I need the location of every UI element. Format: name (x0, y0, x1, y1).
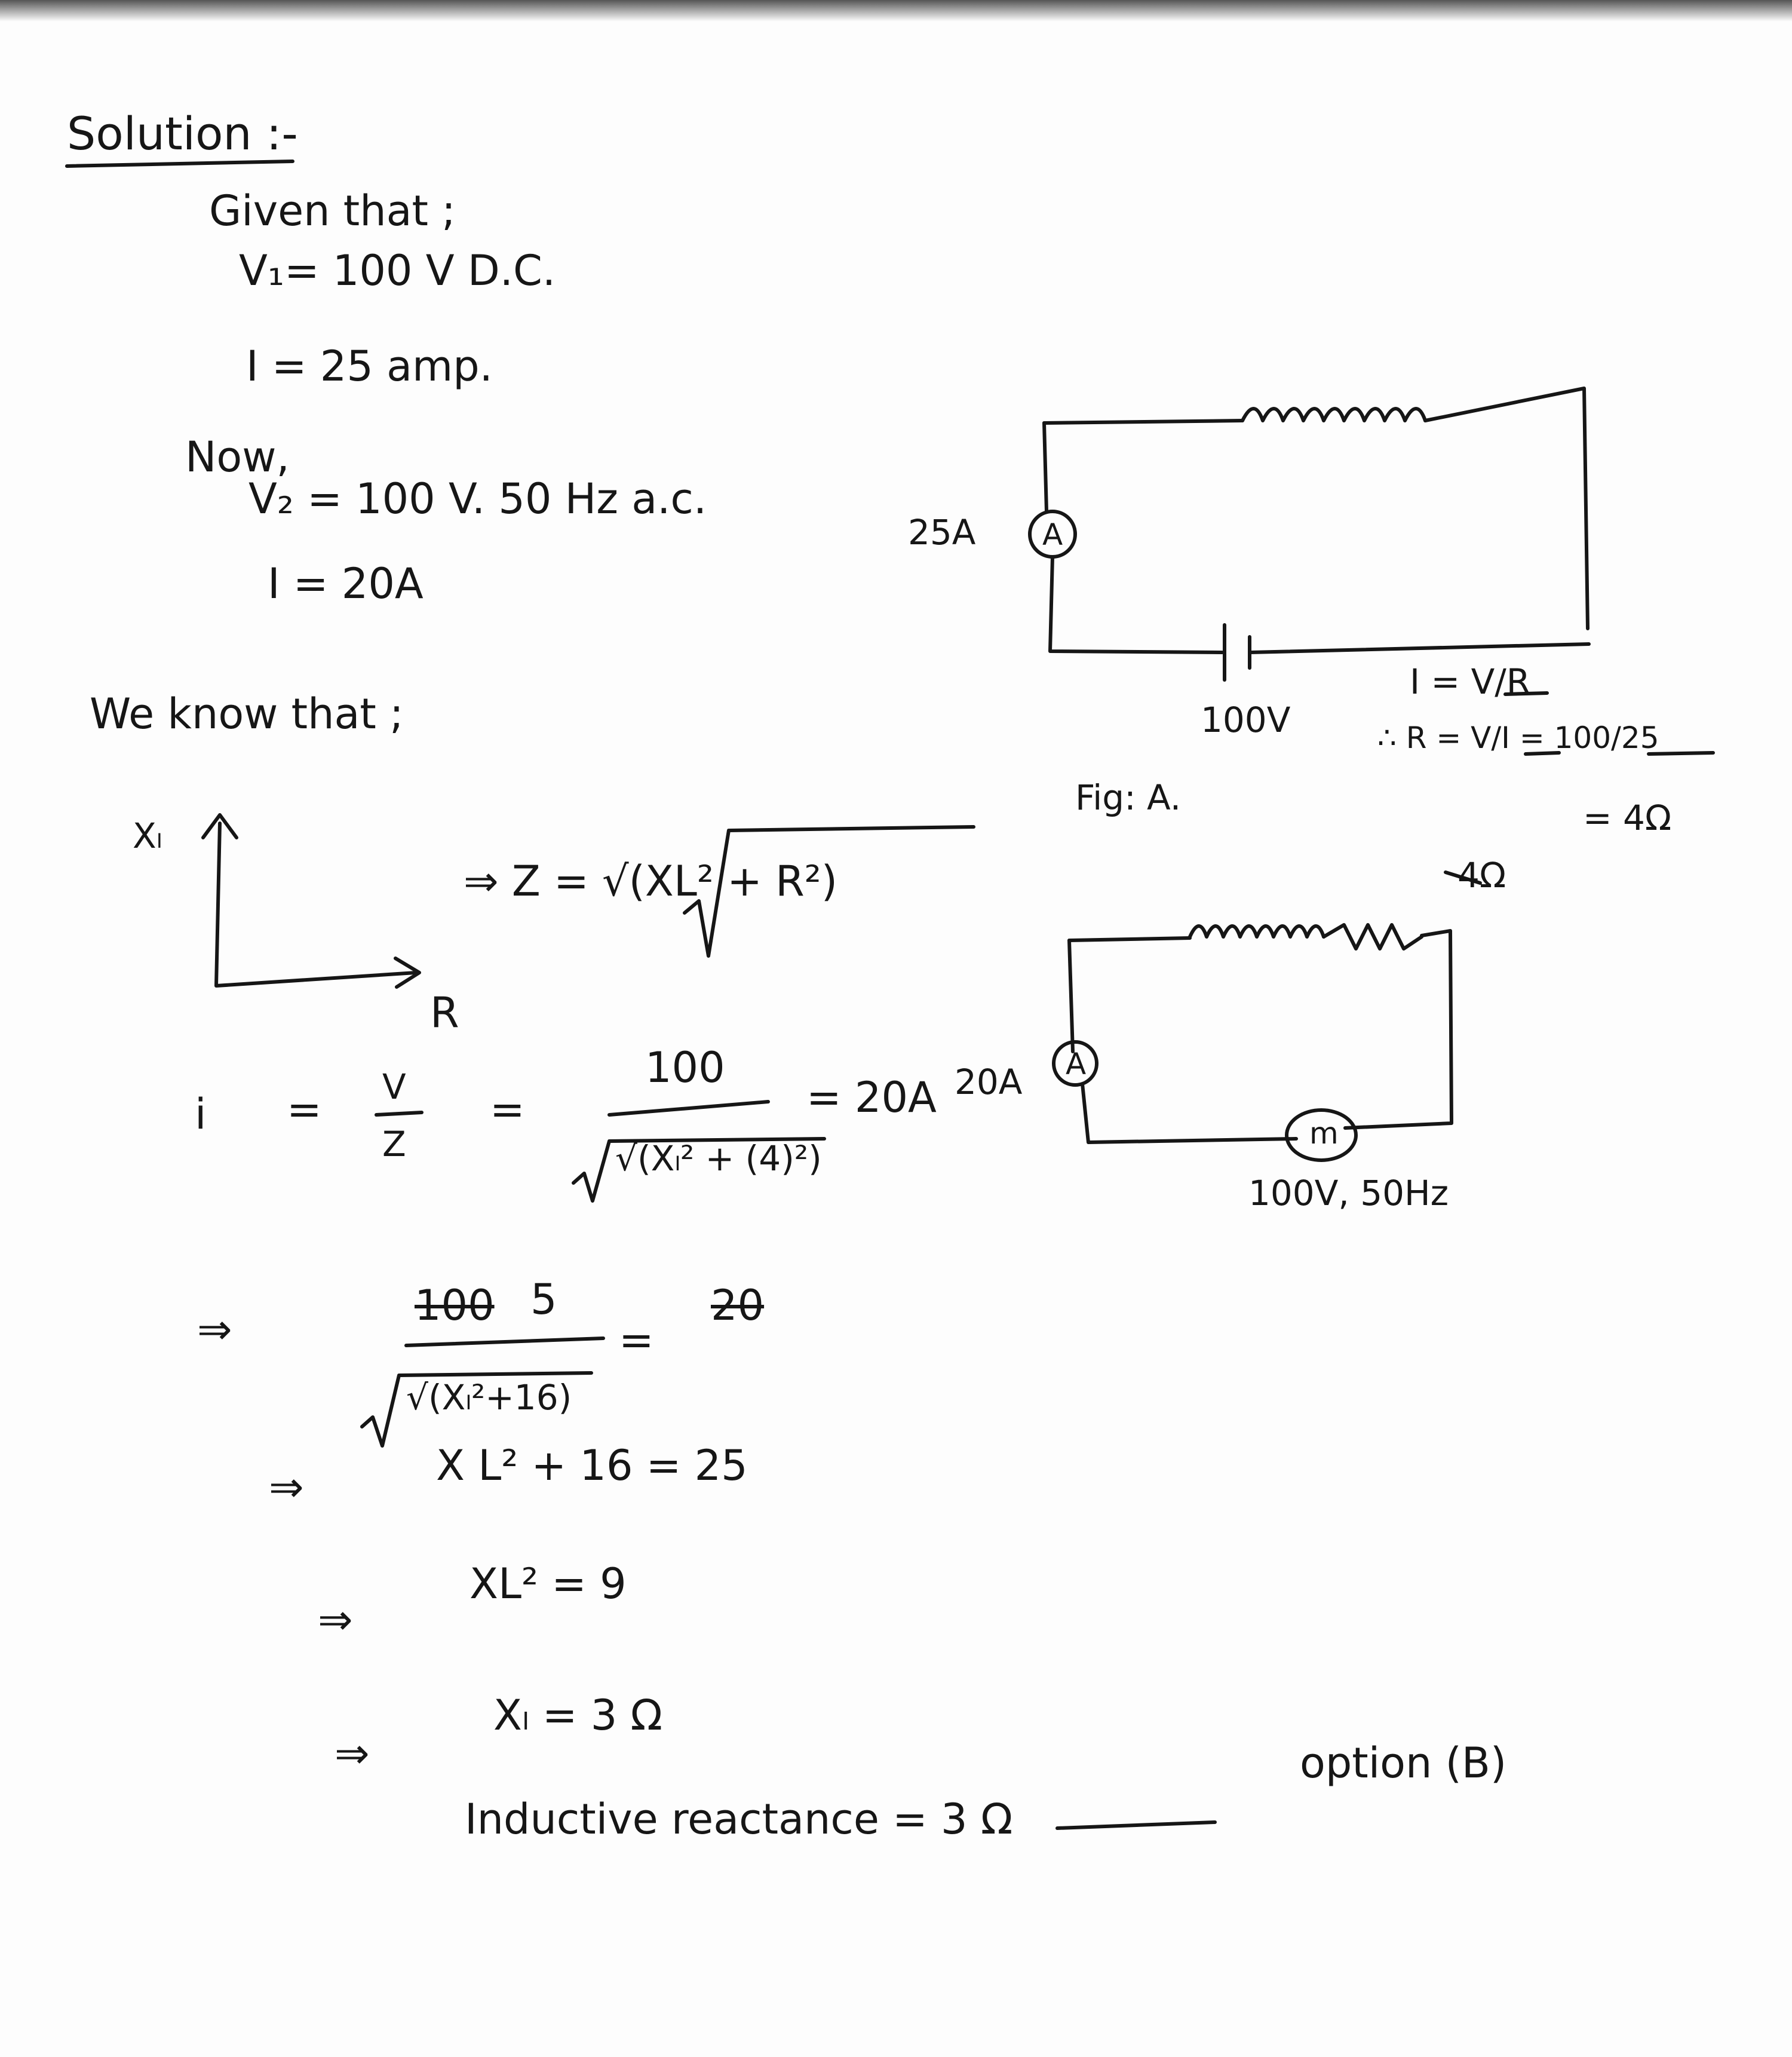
inductor-coil-b (1188, 924, 1325, 939)
fig-b-resistor: 4Ω (1457, 855, 1506, 896)
ammeter-circle-b (1052, 1040, 1098, 1087)
current-num: 100 (645, 1043, 725, 1092)
given-i2: I = 20A (268, 559, 424, 608)
current-v: V (382, 1066, 406, 1107)
step1-den: √(Xₗ²+16) (406, 1377, 572, 1418)
frac-line-100 (607, 1100, 770, 1117)
fig-a-r-result: = 4Ω (1583, 798, 1672, 838)
current-result: = 20A (806, 1073, 937, 1122)
circuit-fig-a (1028, 387, 1591, 696)
sqrt-den-2 (360, 1371, 593, 1448)
phasor-axes (201, 813, 421, 989)
fig-b-current: 20A (955, 1062, 1023, 1102)
step4-text: Xₗ = 3 Ω (493, 1691, 663, 1740)
frac-line-vi (1524, 751, 1561, 756)
fig-a-caption: Fig: A. (1075, 777, 1182, 818)
resistor-label-arrow (1444, 870, 1482, 885)
arrowhead-up (201, 813, 238, 839)
step2-text: X L² + 16 = 25 (436, 1441, 748, 1490)
solution-heading: Solution :- (67, 107, 298, 160)
step1-num-strike: 100 (415, 1281, 495, 1330)
step1-num-new: 5 (530, 1275, 557, 1324)
fig-a-current: 25A (908, 512, 976, 553)
current-eq2: = (490, 1085, 525, 1134)
current-lhs: i (195, 1090, 207, 1139)
current-eq1: = (287, 1085, 322, 1134)
given-i1: I = 25 amp. (246, 342, 493, 391)
step2-arrow: ⇒ (269, 1463, 304, 1512)
fig-a-battery: 100V (1201, 700, 1291, 740)
given-v2: V₂ = 100 V. 50 Hz a.c. (248, 474, 707, 523)
answer-underline (1055, 1820, 1217, 1830)
given-v1: V₁= 100 V D.C. (239, 246, 556, 295)
answer-text: Inductive reactance = 3 Ω (465, 1795, 1013, 1844)
phasor-y-label: Xₗ (133, 816, 162, 856)
step1-rhs-strike: 20 (711, 1281, 765, 1330)
fig-b-source-label: 100V, 50Hz (1248, 1173, 1449, 1213)
step1-eq: = (619, 1316, 654, 1365)
frac-line-step1 (404, 1336, 605, 1347)
step3-text: XL² = 9 (470, 1559, 627, 1608)
step3-arrow: ⇒ (318, 1595, 353, 1644)
heading-underline (65, 160, 294, 168)
impedance-formula: ⇒ Z = √(XL² + R²) (464, 857, 838, 906)
sqrt-z (683, 825, 975, 958)
fig-a-ohm-law: I = V/R (1410, 661, 1531, 702)
fig-a-ammeter: A (1042, 517, 1063, 552)
sqrt-den-1 (572, 1137, 826, 1203)
given-now: Now, (185, 433, 290, 482)
current-den: √(Xₗ² + (4)²) (615, 1138, 822, 1179)
arrowhead-right (394, 957, 421, 989)
answer-option: option (B) (1300, 1739, 1507, 1788)
we-know-that: We know that ; (90, 689, 404, 738)
current-z: Z (382, 1124, 406, 1164)
step1-arrow: ⇒ (197, 1305, 232, 1354)
phasor-x-label: R (430, 988, 459, 1037)
frac-line-100-25 (1647, 751, 1715, 756)
fig-a-r-calc: ∴ R = V/I = 100/25 (1377, 721, 1659, 755)
fig-b-ammeter: A (1066, 1047, 1087, 1081)
frac-line-vz (375, 1111, 424, 1117)
given-intro: Given that ; (209, 186, 456, 235)
step4-arrow: ⇒ (335, 1729, 370, 1778)
circuit-fig-b (1052, 870, 1482, 1162)
scan-top-shadow (0, 0, 1792, 22)
resistor-zigzag (1322, 923, 1423, 951)
fig-b-source: m (1309, 1116, 1339, 1151)
inductor-coil-a (1241, 407, 1427, 422)
ac-source-circle (1285, 1108, 1358, 1162)
